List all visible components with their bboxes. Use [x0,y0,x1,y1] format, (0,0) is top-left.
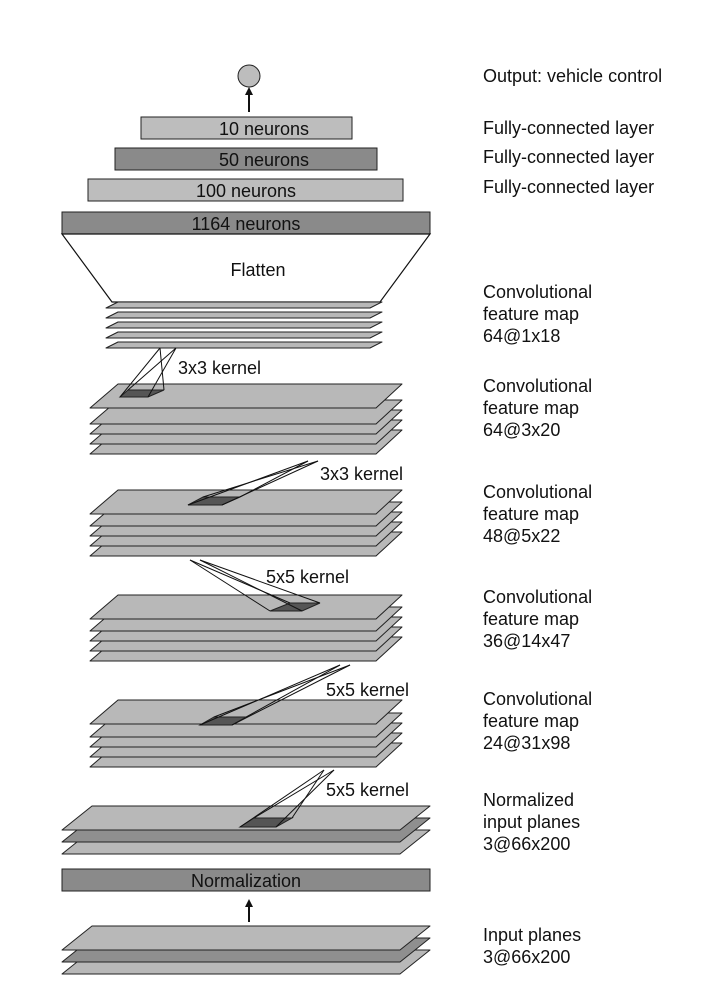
fm1-label-line3: 64@1x18 [483,326,560,346]
fm1-slice-3 [105,321,383,329]
feature-map-48-5x22 [89,489,403,557]
kernel-lines-1 [119,347,177,398]
fm1-label-line1: Convolutional [483,282,592,302]
fc-box-text-100: 100 neurons [196,181,296,201]
output-arrow-head [245,87,253,95]
fc-label-100: Fully-connected layer [483,177,654,197]
kernel-lines-2 [187,460,319,506]
normalized-input-planes [61,805,431,855]
feature-map-64-3x20 [89,383,403,455]
fm4-label-line1: Convolutional [483,587,592,607]
normalization-text: Normalization [191,871,301,891]
fm2-label-line1: Convolutional [483,376,592,396]
kernel-label-4: 5x5 kernel [326,680,409,700]
fm5-label-line1: Convolutional [483,689,592,709]
kernel-label-3: 5x5 kernel [266,567,349,587]
norm-label-line1: Normalized [483,790,574,810]
norm-plane-1 [61,805,431,831]
fm1-slice-2 [105,311,383,319]
fm1-slice-4 [105,331,383,339]
kernel-lines-5 [239,769,335,828]
fm5-label-line2: feature map [483,711,579,731]
fc-label-10: Fully-connected layer [483,118,654,138]
flatten-label: Flatten [230,260,285,280]
fm1-slice-5 [105,341,383,349]
fm2-plane-1 [89,383,403,409]
fc-layer-100: 100 neurons Fully-connected layer [87,177,654,202]
input-label-line1: Input planes [483,925,581,945]
fm3-label-line2: feature map [483,504,579,524]
fc-box-text-10: 10 neurons [219,119,309,139]
flatten-neurons-text: 1164 neurons [192,214,301,234]
fc-layer-10: 10 neurons Fully-connected layer [140,116,654,140]
output-node [237,64,261,88]
input-arrow-head [245,899,253,907]
fm4-label-line2: feature map [483,609,579,629]
fm5-label-line3: 24@31x98 [483,733,570,753]
fc-layer-50: 50 neurons Fully-connected layer [114,147,654,171]
feature-map-36-14x47 [89,594,403,662]
fm1-slice-1 [105,301,383,309]
input-planes [61,925,431,975]
fm2-label-line2: feature map [483,398,579,418]
fc-label-50: Fully-connected layer [483,147,654,167]
feature-map-24-31x98 [89,699,403,768]
normalization-layer: Normalization [61,868,431,892]
kernel-label-2: 3x3 kernel [320,464,403,484]
flatten-block: 1164 neurons Flatten [60,211,432,303]
fm3-label-line3: 48@5x22 [483,526,560,546]
input-label-line2: 3@66x200 [483,947,570,967]
fm5-plane-1 [89,699,403,725]
fm3-plane-1 [89,489,403,515]
fm1-label-line2: feature map [483,304,579,324]
norm-label-line3: 3@66x200 [483,834,570,854]
fc-box-10 [140,116,353,140]
kernel-lines-3 [189,559,321,612]
normalization-box [61,868,431,892]
fc-box-text-50: 50 neurons [219,150,309,170]
fm4-label-line3: 36@14x47 [483,631,570,651]
output-label: Output: vehicle control [483,66,662,86]
kernel-label-1: 3x3 kernel [178,358,261,378]
fm3-label-line1: Convolutional [483,482,592,502]
kernel-label-5: 5x5 kernel [326,780,409,800]
fm2-label-line3: 64@3x20 [483,420,560,440]
feature-map-64-1x18 [105,301,383,349]
kernel-lines-4 [199,664,351,726]
norm-label-line2: input planes [483,812,580,832]
fc-box-50 [114,147,378,171]
fm4-plane-1 [89,594,403,620]
input-plane-1 [61,925,431,951]
fc-box-100 [87,178,404,202]
